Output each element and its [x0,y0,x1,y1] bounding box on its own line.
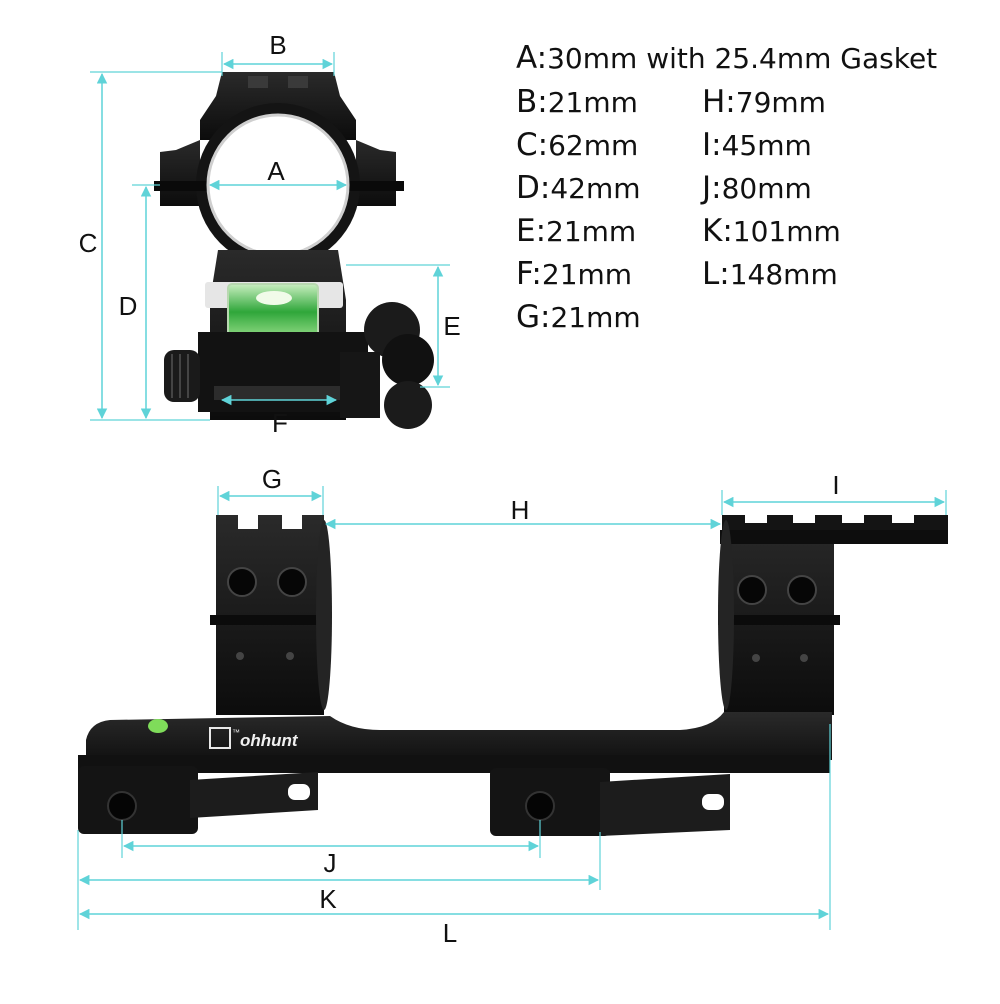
spec-e-value: 21mm [546,215,637,248]
label-d: D [119,291,138,321]
label-l: L [443,918,457,948]
label-e: E [443,311,460,341]
spec-e-key: E: [516,213,547,249]
spec-b-key: B: [516,84,548,120]
spec-i-value: 45mm [721,129,812,162]
spec-k: K:101mm [702,213,841,249]
brand-logo-icon [209,727,231,749]
label-c: C [79,228,98,258]
label-j: J [324,848,337,878]
spec-a-value: 30mm with 25.4mm Gasket [547,42,938,75]
spec-g-key: G: [516,299,551,335]
label-i: I [832,470,839,500]
label-f: F [272,408,288,438]
spec-i-key: I: [702,127,722,163]
spec-c-value: 62mm [548,129,639,162]
front-view-ring [154,72,434,429]
spec-b: B:21mm [516,84,638,120]
side-view-mount [78,515,948,836]
spec-c-key: C: [516,127,549,163]
label-b: B [269,30,286,60]
spec-c: C:62mm [516,127,638,163]
spec-h: H:79mm [702,84,826,120]
spec-l: L:148mm [702,256,838,292]
spec-h-key: H: [702,84,736,120]
label-k: K [319,884,337,914]
spec-g: G:21mm [516,299,641,335]
spec-k-key: K: [702,213,733,249]
spec-a-key: A: [516,40,548,76]
spec-d-key: D: [516,170,551,206]
spec-b-value: 21mm [547,86,638,119]
brand-trademark: ™ [232,728,240,737]
spec-j: J:80mm [702,170,812,206]
spec-l-value: 148mm [729,258,838,291]
spec-f-value: 21mm [541,258,633,291]
label-g: G [262,464,282,494]
spec-g-value: 21mm [550,301,641,334]
spec-d: D:42mm [516,170,641,206]
spec-i: I:45mm [702,127,812,163]
spec-l-key: L: [702,256,730,292]
spec-e: E:21mm [516,213,636,249]
label-h: H [511,495,530,525]
spec-k-value: 101mm [732,215,841,248]
spec-j-key: J: [702,170,722,206]
spec-a: A:30mm with 25.4mm Gasket [516,40,937,76]
spec-j-value: 80mm [721,172,812,205]
spec-d-value: 42mm [550,172,641,205]
label-a: A [267,156,285,186]
brand-name: ohhunt [240,731,299,750]
spec-f: F:21mm [516,256,632,292]
spec-f-key: F: [516,256,542,292]
spec-h-value: 79mm [735,86,826,119]
